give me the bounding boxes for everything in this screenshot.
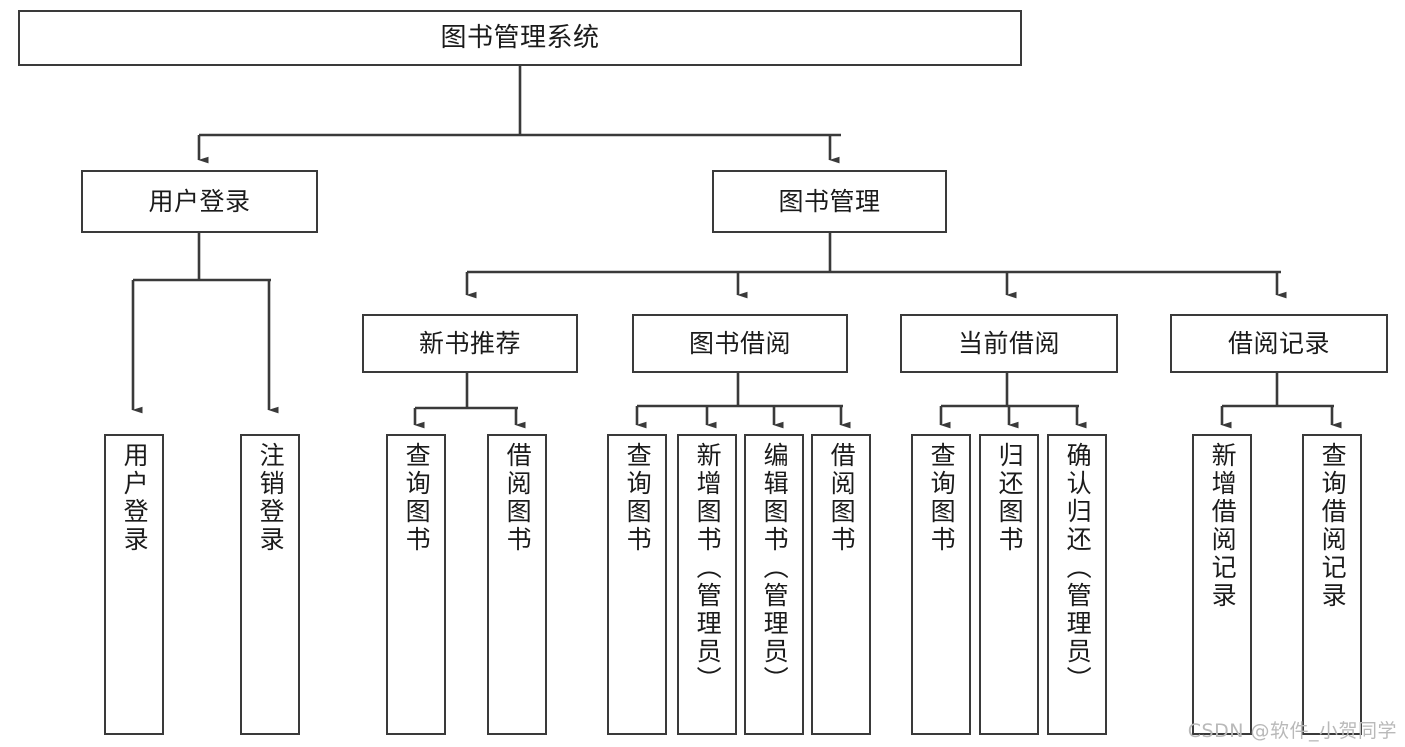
node-leaf-add-book-admin[interactable]: 新增图书（管理员） bbox=[677, 434, 737, 735]
node-label: 借阅图书 bbox=[503, 442, 533, 554]
node-book-borrow[interactable]: 图书借阅 bbox=[632, 314, 848, 373]
node-label: 注销登录 bbox=[256, 442, 286, 554]
node-label: 用户登录 bbox=[148, 186, 251, 216]
node-label: 归还图书 bbox=[995, 442, 1025, 554]
node-leaf-borrow-book-1[interactable]: 借阅图书 bbox=[487, 434, 547, 735]
node-label: 图书借阅 bbox=[688, 328, 791, 358]
node-label: 查询图书 bbox=[623, 442, 653, 554]
node-leaf-edit-book-admin[interactable]: 编辑图书（管理员） bbox=[744, 434, 804, 735]
node-leaf-query-book-3[interactable]: 查询图书 bbox=[911, 434, 971, 735]
node-leaf-confirm-return-admin[interactable]: 确认归还（管理员） bbox=[1047, 434, 1107, 735]
node-label: 借阅图书 bbox=[827, 442, 857, 554]
node-label: 编辑图书（管理员） bbox=[760, 442, 790, 694]
node-label: 查询借阅记录 bbox=[1318, 442, 1348, 610]
node-label: 用户登录 bbox=[120, 442, 150, 554]
node-label: 图书管理 bbox=[778, 186, 881, 216]
node-label: 借阅记录 bbox=[1227, 328, 1330, 358]
node-leaf-logout-login[interactable]: 注销登录 bbox=[240, 434, 300, 735]
node-leaf-query-book-1[interactable]: 查询图书 bbox=[386, 434, 446, 735]
node-label: 新增图书（管理员） bbox=[693, 442, 723, 694]
node-leaf-add-borrow-record[interactable]: 新增借阅记录 bbox=[1192, 434, 1252, 735]
node-label: 查询图书 bbox=[402, 442, 432, 554]
node-borrow-record[interactable]: 借阅记录 bbox=[1170, 314, 1388, 373]
node-leaf-user-login[interactable]: 用户登录 bbox=[104, 434, 164, 735]
node-current-borrow[interactable]: 当前借阅 bbox=[900, 314, 1118, 373]
node-label: 新增借阅记录 bbox=[1208, 442, 1238, 610]
node-book-manage[interactable]: 图书管理 bbox=[712, 170, 947, 233]
node-new-book-recommend[interactable]: 新书推荐 bbox=[362, 314, 578, 373]
node-leaf-borrow-book-2[interactable]: 借阅图书 bbox=[811, 434, 871, 735]
node-leaf-return-book[interactable]: 归还图书 bbox=[979, 434, 1039, 735]
node-label: 当前借阅 bbox=[957, 328, 1060, 358]
node-label: 图书管理系统 bbox=[440, 22, 600, 53]
node-root-book-management-system[interactable]: 图书管理系统 bbox=[18, 10, 1022, 66]
node-leaf-query-borrow-record[interactable]: 查询借阅记录 bbox=[1302, 434, 1362, 735]
node-leaf-query-book-2[interactable]: 查询图书 bbox=[607, 434, 667, 735]
node-label: 查询图书 bbox=[927, 442, 957, 554]
node-user-login[interactable]: 用户登录 bbox=[81, 170, 318, 233]
node-label: 确认归还（管理员） bbox=[1063, 442, 1093, 694]
csdn-watermark: CSDN @软件_小贺同学 bbox=[1187, 720, 1397, 742]
node-label: 新书推荐 bbox=[418, 328, 521, 358]
